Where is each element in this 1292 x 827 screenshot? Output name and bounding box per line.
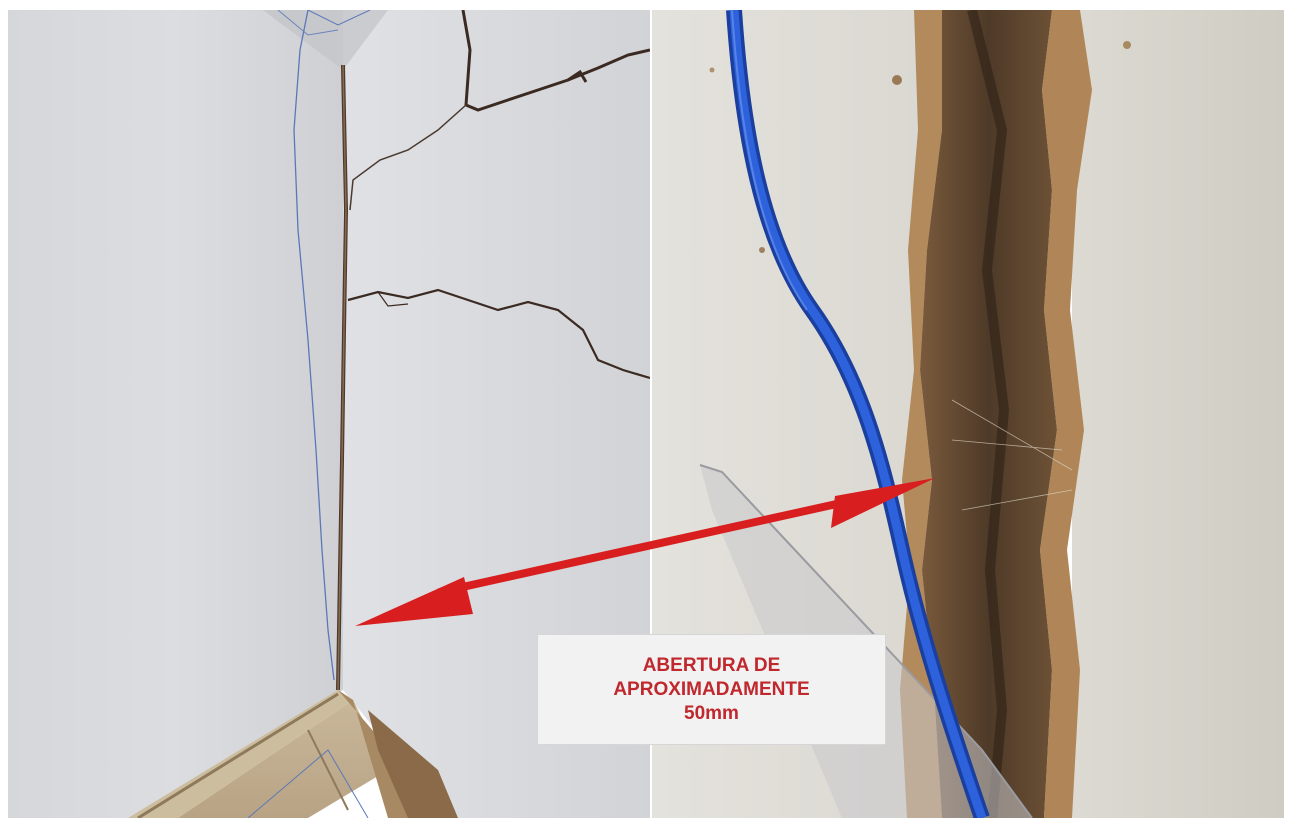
label-line-2: APROXIMADAMENTE <box>613 678 810 700</box>
gap-measurement-label: ABERTURA DE APROXIMADAMENTE 50mm <box>537 634 886 745</box>
label-line-3: 50mm <box>684 702 739 724</box>
wall-corner-crack-image <box>8 10 650 818</box>
label-line-1: ABERTURA DE <box>642 654 781 676</box>
wall-corner-crack-photo <box>8 10 650 818</box>
